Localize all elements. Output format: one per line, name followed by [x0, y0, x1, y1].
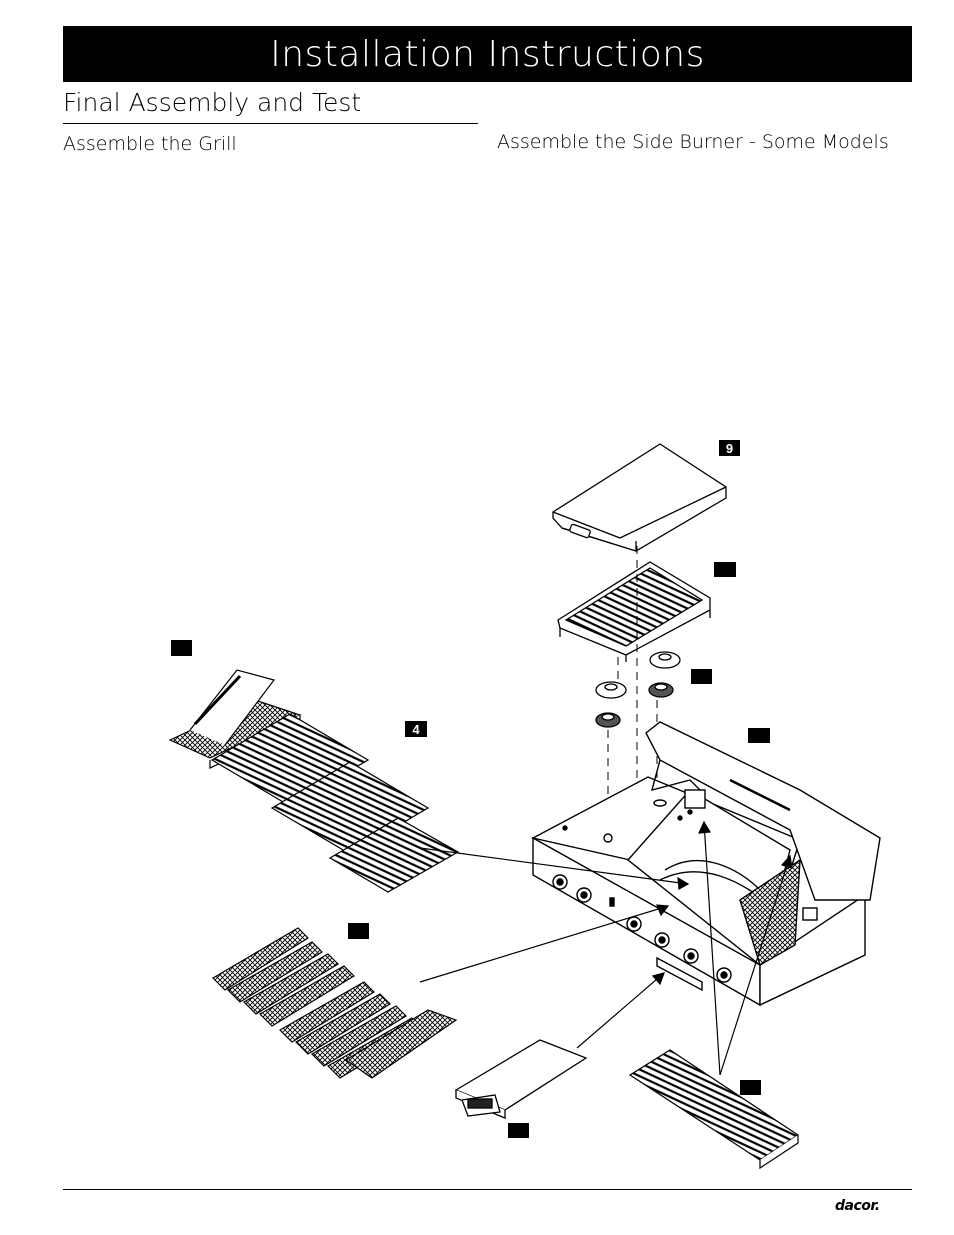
footer-rule [63, 1189, 912, 1190]
callout-cover: 9 [719, 440, 740, 456]
radiant-rack [628, 1049, 800, 1170]
subsection-title-side-burner: Assemble the Side Burner - Some Models [497, 131, 889, 153]
callout-caps [691, 669, 712, 684]
callout-drip-tray [508, 1123, 529, 1138]
side-burner-cover [552, 443, 727, 552]
svg-text:9: 9 [726, 441, 733, 456]
callout-warming-rack [171, 640, 192, 656]
callout-grate [714, 562, 736, 577]
brand-logo: dacor. [835, 1198, 880, 1214]
grill-body [531, 721, 881, 1007]
callout-radiant-rack [740, 1080, 761, 1095]
svg-text:4: 4 [412, 722, 420, 737]
drip-tray [454, 1039, 588, 1119]
burner-caps [595, 651, 681, 728]
cooking-grates [210, 713, 460, 893]
subsection-title-grill: Assemble the Grill [63, 133, 237, 155]
page-title-bar: Installation Instructions [63, 26, 912, 82]
flavor-plates [212, 927, 458, 1079]
callout-flavor-plates [348, 923, 369, 939]
leader-arrows [419, 820, 793, 1076]
page-title: Installation Instructions [270, 33, 705, 75]
callout-hood [748, 728, 770, 743]
callout-grates: 4 [405, 721, 427, 737]
side-burner-grate [557, 561, 711, 662]
section-title: Final Assembly and Test [63, 88, 478, 124]
